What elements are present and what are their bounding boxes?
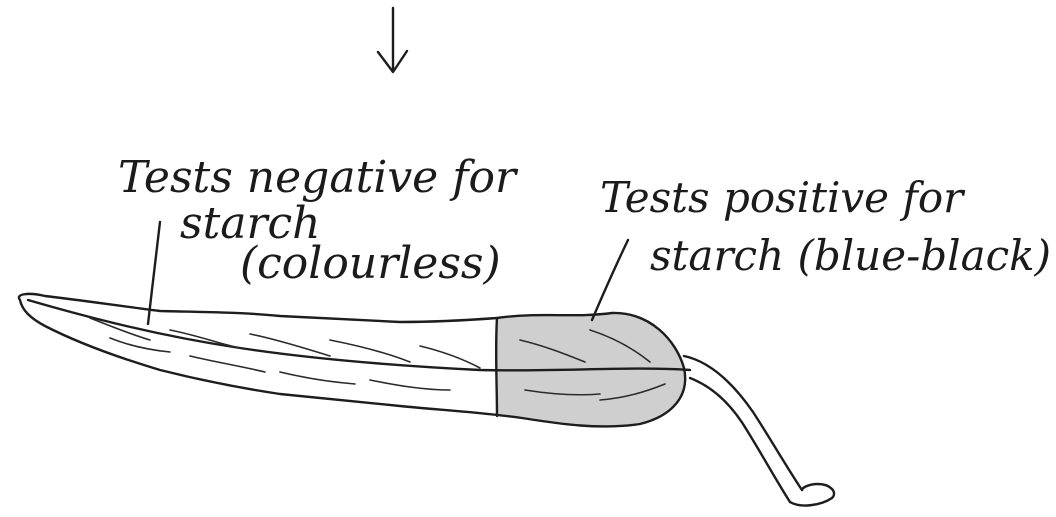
label-negative-line3: (colourless) [240, 238, 501, 289]
label-negative-line1: Tests negative for [118, 152, 519, 203]
label-negative: Tests negative for starch (colourless) [118, 152, 519, 289]
down-arrow-icon [378, 8, 407, 72]
label-positive: Tests positive for starch (blue-black) [600, 173, 1051, 280]
label-positive-line2: starch (blue-black) [650, 231, 1051, 280]
pointer-line-positive [592, 240, 628, 320]
label-positive-line1: Tests positive for [600, 173, 966, 222]
pointer-line-negative [148, 222, 160, 324]
petiole-end [790, 484, 834, 505]
region-boundary [496, 318, 497, 416]
